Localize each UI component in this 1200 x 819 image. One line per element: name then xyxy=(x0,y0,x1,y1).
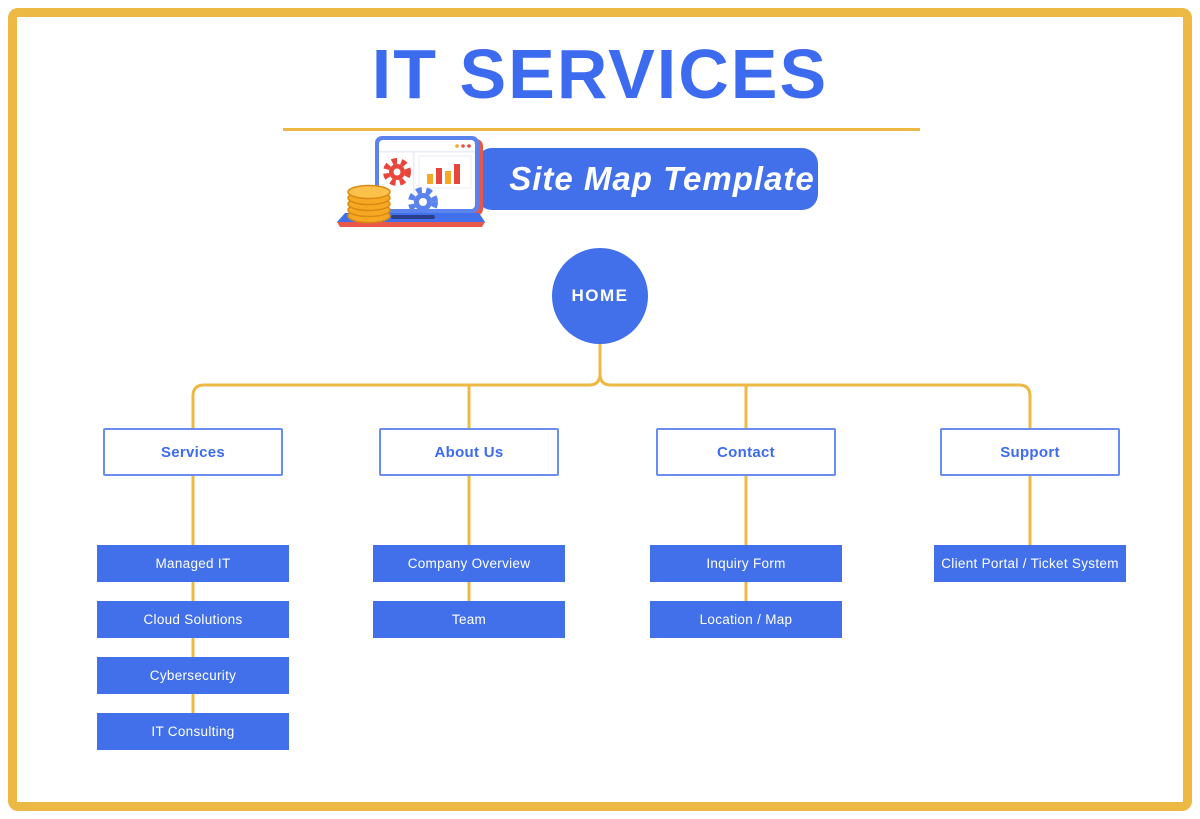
contact-children: Inquiry Form Location / Map xyxy=(650,545,842,638)
node-company-overview: Company Overview xyxy=(373,545,565,582)
node-it-consulting: IT Consulting xyxy=(97,713,289,750)
node-contact: Contact xyxy=(656,428,836,476)
node-cloud-solutions: Cloud Solutions xyxy=(97,601,289,638)
node-client-portal: Client Portal / Ticket System xyxy=(934,545,1126,582)
node-label: Client Portal / Ticket System xyxy=(941,556,1119,571)
node-home: HOME xyxy=(552,248,648,344)
node-home-label: HOME xyxy=(571,286,629,305)
node-label: Company Overview xyxy=(407,556,531,571)
node-managed-it: Managed IT xyxy=(97,545,289,582)
services-children: Managed IT Cloud Solutions Cybersecurity… xyxy=(97,545,289,750)
node-location-map: Location / Map xyxy=(650,601,842,638)
node-contact-label: Contact xyxy=(717,443,775,461)
subtitle-banner: Site Map Template xyxy=(476,148,818,210)
node-label: Team xyxy=(451,612,487,627)
node-label: IT Consulting xyxy=(151,724,235,739)
subtitle-label: Site Map Template xyxy=(509,160,815,197)
support-children: Client Portal / Ticket System xyxy=(934,545,1126,582)
node-label: Cloud Solutions xyxy=(143,612,243,627)
page-title: IT SERVICES xyxy=(371,35,829,113)
gear-icon xyxy=(408,187,438,217)
node-inquiry-form: Inquiry Form xyxy=(650,545,842,582)
node-cybersecurity: Cybersecurity xyxy=(97,657,289,694)
node-label: Managed IT xyxy=(155,556,231,571)
node-support-label: Support xyxy=(1000,443,1060,461)
node-about-us-label: About Us xyxy=(434,443,504,461)
coins-icon xyxy=(347,184,391,224)
node-label: Inquiry Form xyxy=(706,556,786,571)
node-label: Cybersecurity xyxy=(149,668,237,683)
node-team: Team xyxy=(373,601,565,638)
node-services: Services xyxy=(103,428,283,476)
laptop-analytics-icon xyxy=(337,136,485,227)
about-us-children: Company Overview Team xyxy=(373,545,565,638)
node-label: Location / Map xyxy=(699,612,793,627)
bar-chart-icon xyxy=(418,155,472,189)
gear-icon xyxy=(383,158,411,186)
node-services-label: Services xyxy=(160,443,226,461)
node-support: Support xyxy=(940,428,1120,476)
title-underline xyxy=(283,128,920,131)
node-about-us: About Us xyxy=(379,428,559,476)
